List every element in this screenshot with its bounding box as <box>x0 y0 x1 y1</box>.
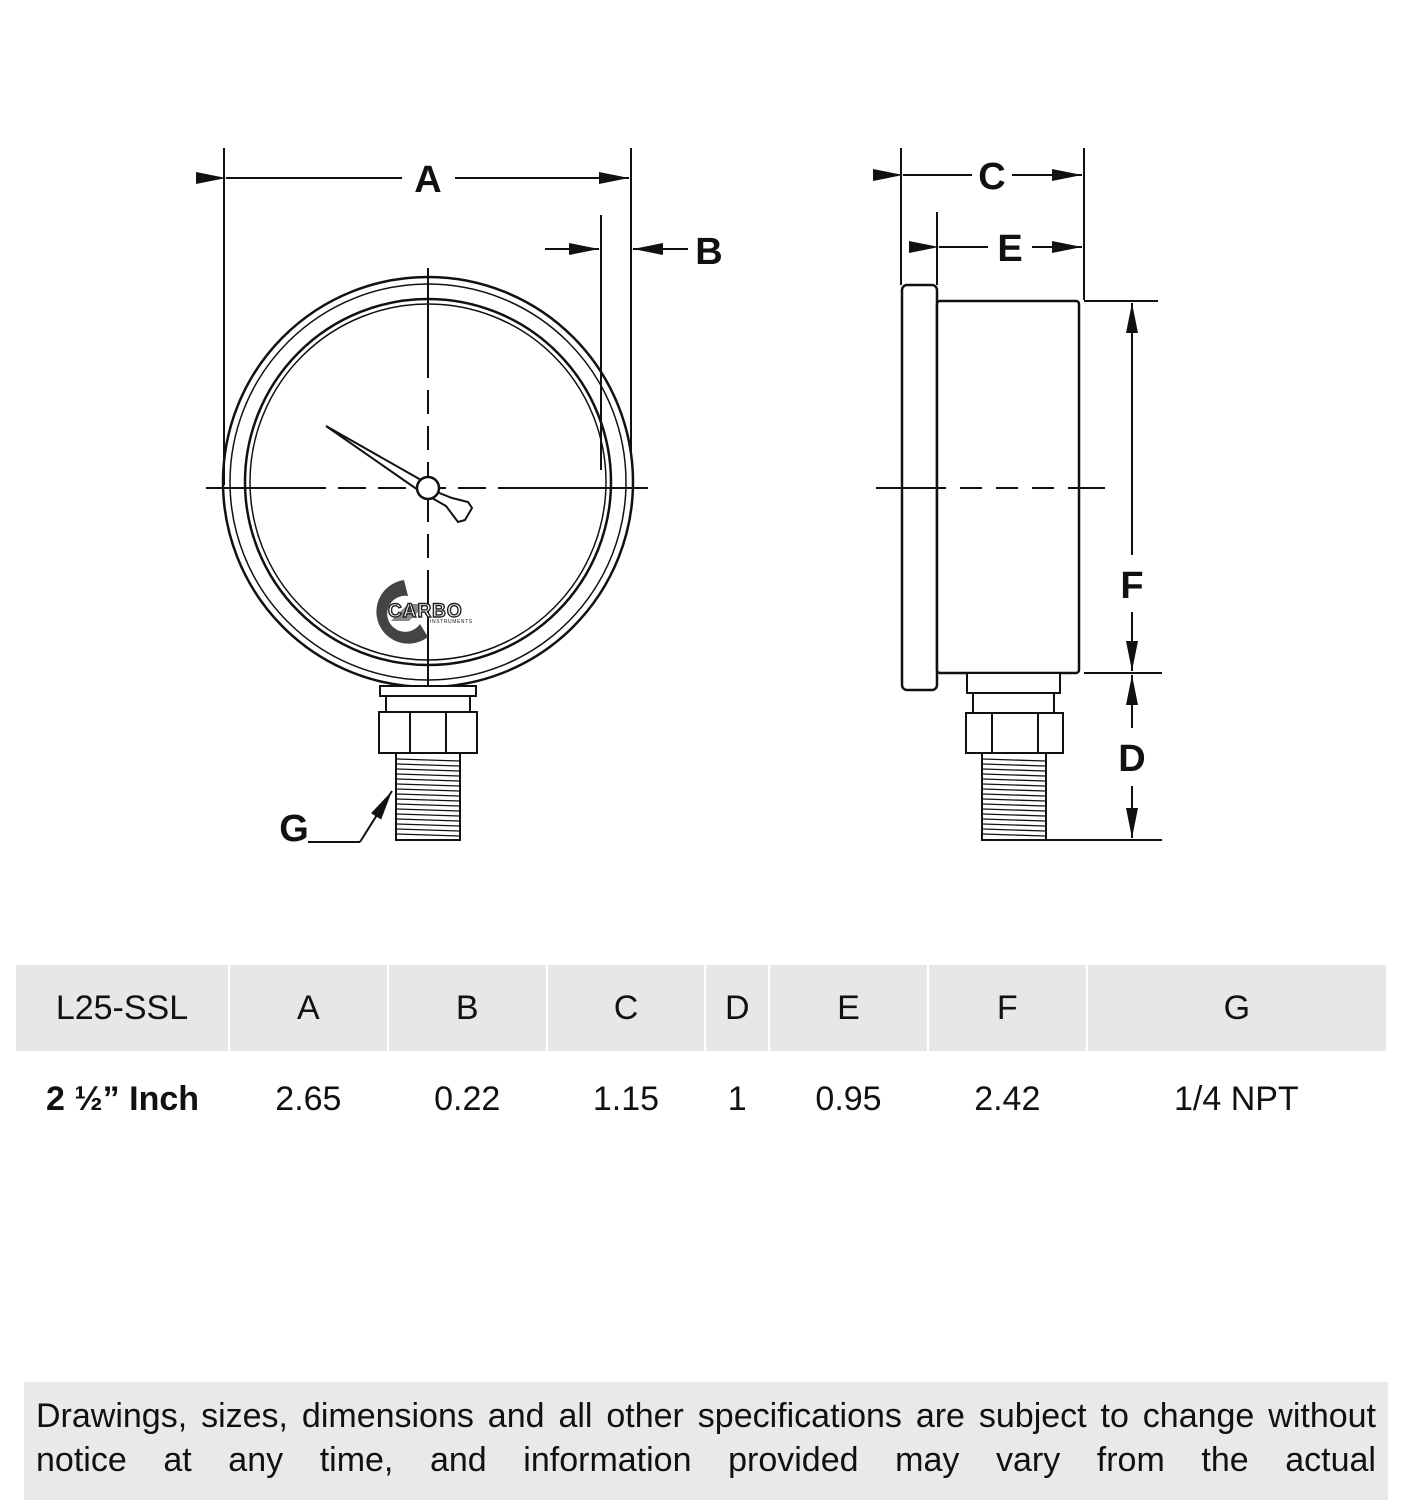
thread-line <box>982 813 1046 817</box>
table-header-cell: E <box>769 965 929 1051</box>
thread-line <box>396 783 460 787</box>
thread-line <box>982 833 1046 837</box>
thread-line <box>396 818 460 822</box>
side-thread-lines <box>982 758 1046 837</box>
dim-label-c: C <box>978 156 1005 198</box>
table-header-cell: G <box>1086 965 1386 1051</box>
disclaimer-text: Drawings, sizes, dimensions and all othe… <box>24 1382 1388 1500</box>
table-header-cell: A <box>229 965 389 1051</box>
thread-line <box>982 768 1046 772</box>
thread-line <box>396 793 460 797</box>
thread-line <box>982 823 1046 827</box>
thread-line <box>982 758 1046 762</box>
table-header-cell: F <box>927 965 1088 1051</box>
thread-line <box>982 763 1046 767</box>
front-thread-lines <box>396 758 460 837</box>
thread-line <box>982 793 1046 797</box>
thread-line <box>396 798 460 802</box>
table-cell: 1/4 NPT <box>1173 1079 1299 1118</box>
dim-label-f: F <box>1120 565 1143 607</box>
table-header-row: L25-SSL A B C D E F G <box>16 965 1386 1051</box>
thread-line <box>396 833 460 837</box>
thread-line <box>982 773 1046 777</box>
thread-line <box>982 818 1046 822</box>
table-cell: 1 <box>727 1079 747 1118</box>
thread-line <box>396 828 460 832</box>
thread-line <box>396 773 460 777</box>
g-leader <box>308 790 393 843</box>
thread-line <box>982 803 1046 807</box>
dim-label-e: E <box>997 228 1022 270</box>
table-header-cell: C <box>546 965 707 1051</box>
dim-label-g: G <box>279 808 309 850</box>
dim-label-b: B <box>695 231 722 273</box>
dim-label-d: D <box>1118 738 1145 780</box>
table-cell: 1.15 <box>592 1079 660 1118</box>
table-cell: 2.42 <box>974 1079 1041 1118</box>
dim-label-a: A <box>414 159 441 201</box>
thread-line <box>982 828 1046 832</box>
thread-line <box>396 788 460 792</box>
table-cell: 2.65 <box>275 1079 342 1118</box>
thread-line <box>396 803 460 807</box>
thread-line <box>396 758 460 762</box>
thread-line <box>982 798 1046 802</box>
table-header-cell: B <box>387 965 548 1051</box>
table-cell: 0.95 <box>815 1079 882 1118</box>
thread-line <box>396 763 460 767</box>
thread-line <box>396 778 460 782</box>
logo-brand: CARBO <box>388 601 463 622</box>
front-view <box>196 148 688 841</box>
table-header-cell: L25-SSL <box>16 965 230 1051</box>
table-row: 2 ½” Inch 2.65 0.22 1.15 1 0.95 2.42 1/4… <box>16 1051 1386 1147</box>
carbo-logo: CARBO INSTRUMENTS <box>376 580 472 644</box>
thread-line <box>396 768 460 772</box>
thread-line <box>396 808 460 812</box>
logo-sub: INSTRUMENTS <box>430 619 473 625</box>
spec-table: L25-SSL A B C D E F G 2 ½” Inch 2.65 0.2… <box>16 965 1386 1147</box>
thread-line <box>982 778 1046 782</box>
gauge-dimension-drawing: CARBO INSTRUMENTS <box>196 148 1162 850</box>
thread-line <box>982 808 1046 812</box>
thread-line <box>396 823 460 827</box>
thread-line <box>396 813 460 817</box>
thread-line <box>982 788 1046 792</box>
table-cell-size: 2 ½” Inch <box>45 1079 200 1118</box>
table-cell: 0.22 <box>434 1079 501 1118</box>
table-header-cell: D <box>705 965 771 1051</box>
thread-line <box>982 783 1046 787</box>
